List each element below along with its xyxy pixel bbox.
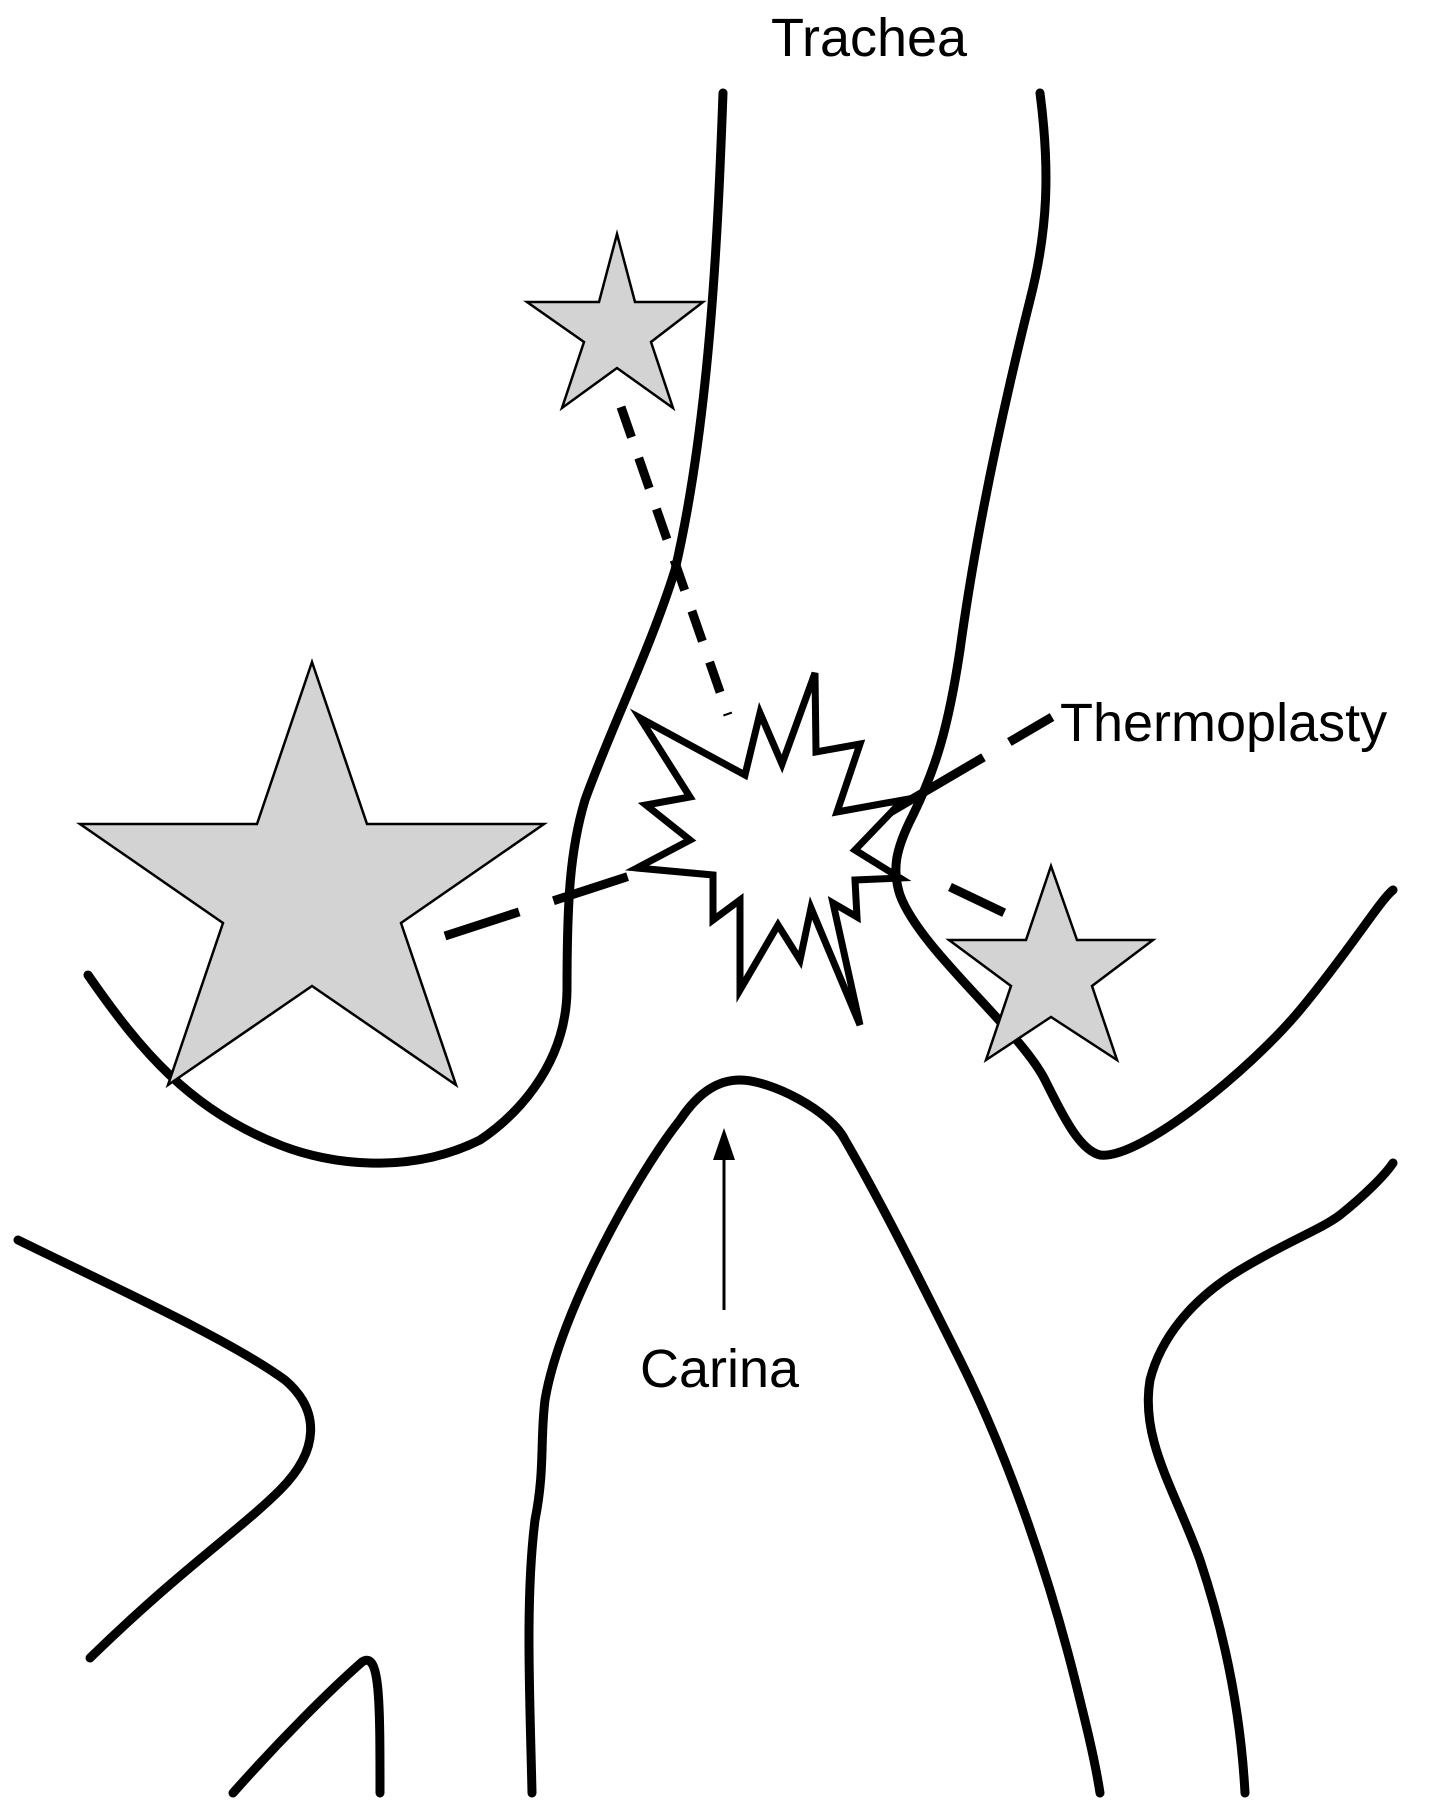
trachea-left-wall xyxy=(83,88,728,1168)
carina-wall xyxy=(524,1075,1105,1798)
small-right-star xyxy=(945,862,1157,1064)
trachea-right-wall xyxy=(891,88,1398,1160)
carina-arrow xyxy=(713,1128,735,1310)
dash-line-right-star xyxy=(948,882,1042,935)
right-lower-bronchus-wall xyxy=(1143,1158,1398,1798)
large-left-star xyxy=(75,658,549,1089)
dash-line-large-star xyxy=(443,853,687,941)
carina-label: Carina xyxy=(640,1339,800,1399)
left-lower-bronchus-wall xyxy=(13,1235,316,1663)
dash-line-upper-star xyxy=(616,405,733,717)
dash-line-thermoplasty-label xyxy=(877,713,1055,822)
small-upper-star xyxy=(523,229,707,412)
thermoplasty-label: Thermoplasty xyxy=(1060,693,1387,753)
carina-arrowhead xyxy=(713,1128,735,1160)
thermoplasty-burst xyxy=(624,671,914,1027)
left-bottom-branch xyxy=(228,1655,385,1798)
airway-outline xyxy=(13,88,1398,1798)
radiation-lines xyxy=(443,405,1055,941)
trachea-label: Trachea xyxy=(771,8,968,68)
